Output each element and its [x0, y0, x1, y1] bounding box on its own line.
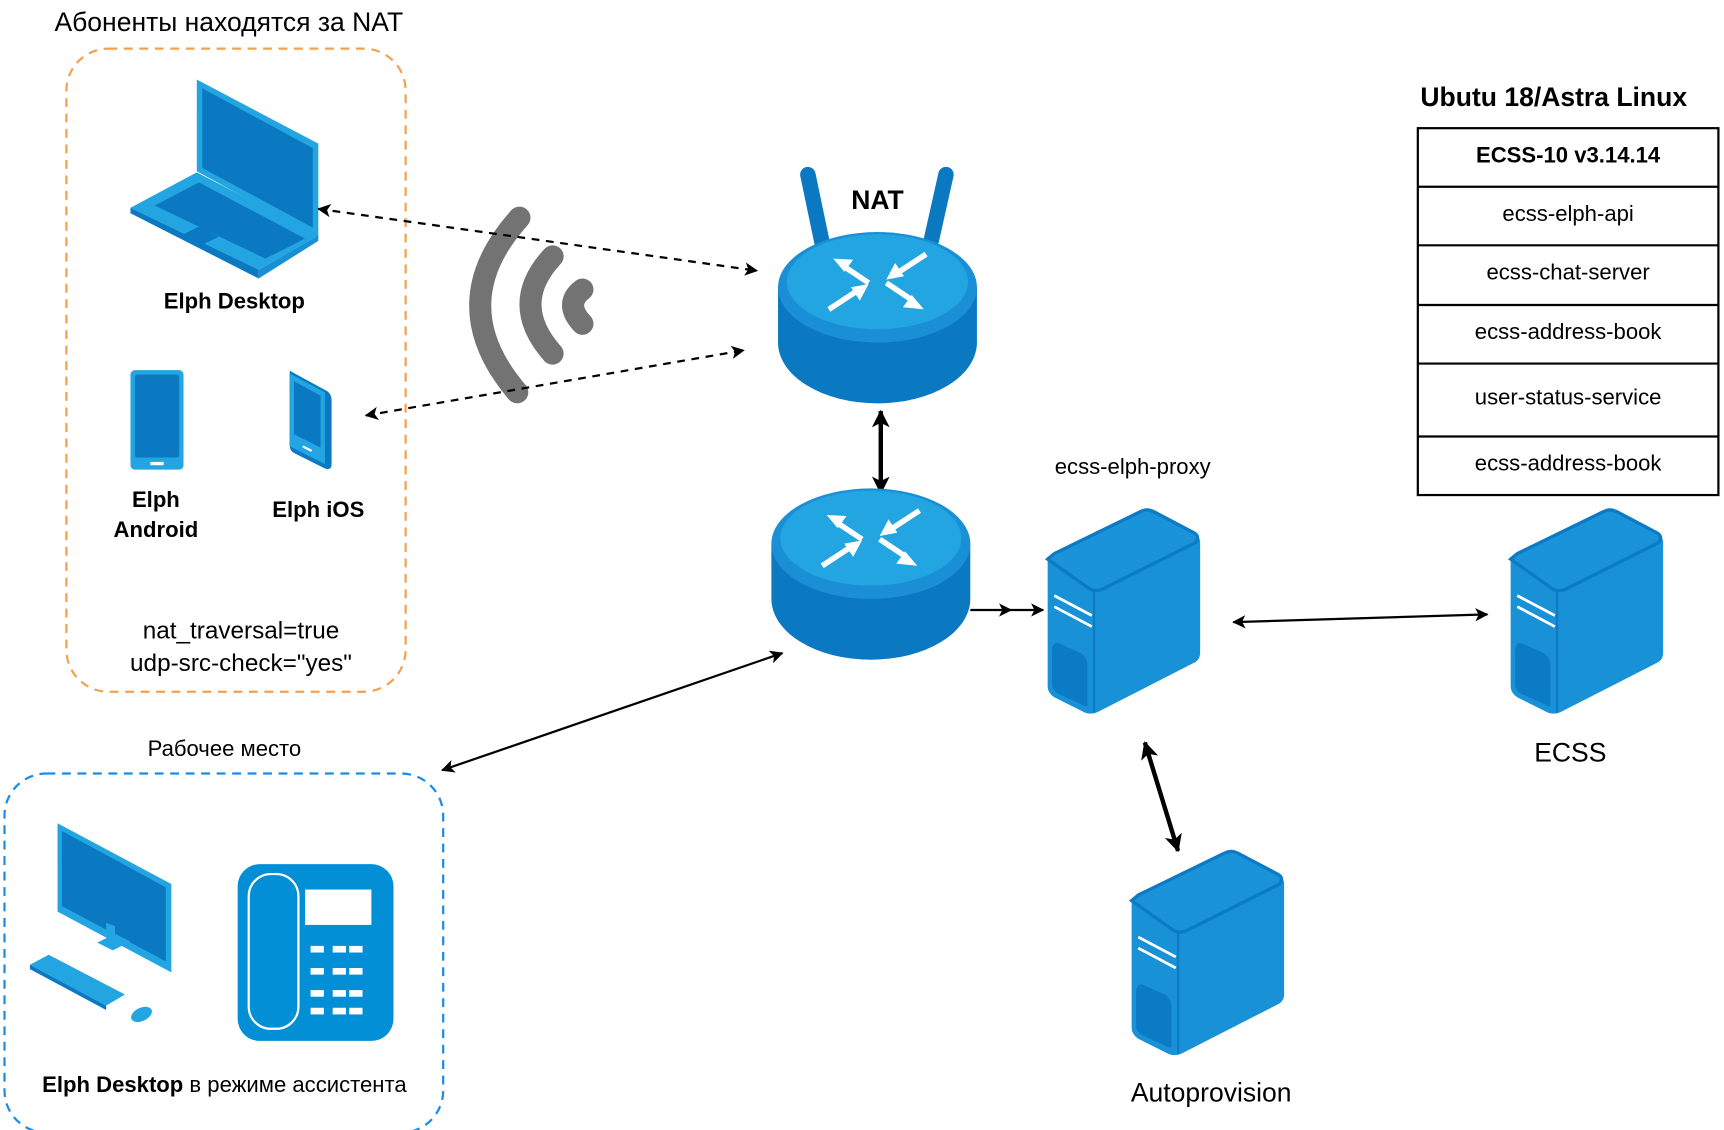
desktop-computer-icon[interactable]: [29, 823, 172, 1025]
laptop-nat-link: [317, 203, 759, 276]
proxy-server-icon[interactable]: [1045, 508, 1202, 716]
proxy-label: ecss-elph-proxy: [1055, 454, 1211, 479]
nat-traversal-config: nat_traversal=true: [143, 618, 340, 645]
elph-android-label-line1: Elph: [132, 487, 180, 512]
elph-ios-label: Elph iOS: [272, 497, 364, 522]
ecss-label: ECSS: [1534, 737, 1606, 767]
elph-android-label-line2: Android: [114, 517, 199, 542]
elph-desktop-label: Elph Desktop: [164, 288, 305, 313]
ios-phone-icon[interactable]: [289, 370, 332, 470]
core-proxy-mid-arrowhead: [999, 603, 1013, 617]
mobile-nat-link: [364, 345, 745, 420]
proxy-ecss-link: [1232, 608, 1489, 629]
proxy-autoprovision-link: [1141, 741, 1182, 853]
os-stack-service: ecss-elph-api: [1502, 201, 1633, 226]
os-stack-header: ECSS-10 v3.14.14: [1476, 142, 1661, 167]
udp-src-check-config: udp-src-check="yes": [130, 650, 352, 677]
nat-group-title: Абоненты находятся за NAT: [54, 7, 403, 37]
laptop-icon[interactable]: [130, 79, 319, 279]
workplace-caption: Elph Desktop в режиме ассистента: [42, 1072, 407, 1097]
core-router-icon[interactable]: [771, 488, 970, 659]
os-stack-title: Ubutu 18/Astra Linux: [1420, 82, 1687, 112]
workplace-core-link: [441, 650, 784, 773]
autoprovision-label: Autoprovision: [1131, 1078, 1292, 1108]
workplace-caption-rest: в режиме ассистента: [183, 1072, 407, 1097]
nat-group-border: [65, 47, 407, 693]
ecss-server-icon[interactable]: [1508, 508, 1665, 716]
os-stack-service: ecss-address-book: [1475, 319, 1663, 344]
os-stack-service: ecss-address-book: [1475, 451, 1663, 476]
nat-router-icon[interactable]: [778, 166, 977, 404]
workplace-group-title: Рабочее место: [148, 736, 302, 761]
workplace-group-border: [3, 772, 445, 1130]
os-stack-service: ecss-chat-server: [1486, 260, 1649, 285]
autoprovision-server-icon[interactable]: [1129, 849, 1286, 1057]
nat-router-label: NAT: [851, 185, 904, 215]
android-phone-icon[interactable]: [130, 370, 184, 470]
os-stack-table: [1416, 127, 1720, 497]
desk-phone-icon[interactable]: [237, 864, 394, 1041]
os-stack-service: user-status-service: [1475, 384, 1662, 409]
workplace-caption-bold: Elph Desktop: [42, 1072, 183, 1097]
